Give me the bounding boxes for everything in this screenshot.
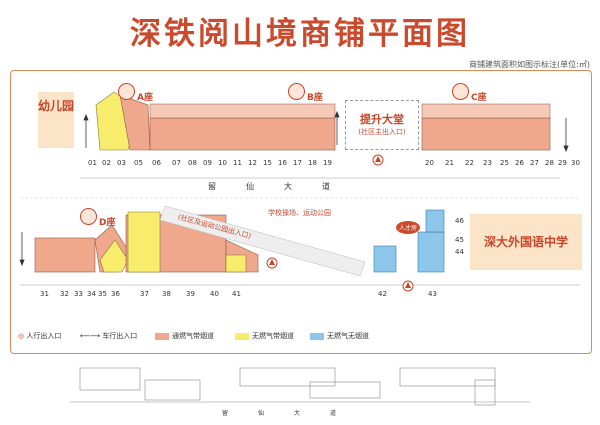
unit-number: 37 xyxy=(140,290,149,298)
area-note: 商铺建筑面积如图示标注(单位:㎡) xyxy=(469,60,590,69)
unit-number: 44 xyxy=(455,248,464,256)
unit-number: 38 xyxy=(162,290,171,298)
unit-number: 18 xyxy=(308,159,317,167)
unit-number: 25 xyxy=(500,159,509,167)
unit-number: 45 xyxy=(455,236,464,244)
unit-number: 31 xyxy=(40,290,49,298)
unit-number: 21 xyxy=(445,159,454,167)
unit-number: 16 xyxy=(278,159,287,167)
unit-number: 07 xyxy=(172,159,181,167)
zone-c: C座 xyxy=(452,83,487,103)
talent-housing xyxy=(373,209,445,273)
unit-number: 09 xyxy=(203,159,212,167)
pedestrian-entrance-icon xyxy=(266,257,278,269)
hall-name: 提升大堂 xyxy=(360,113,404,126)
talent-housing-label: 人才房 xyxy=(396,221,421,234)
unit-number: 35 xyxy=(98,290,107,298)
lift-hall: 提升大堂 (社区主出入口) xyxy=(345,100,419,150)
road-label-top: 留仙大道 xyxy=(208,182,360,191)
pedestrian-entrance-icon xyxy=(402,280,414,292)
unit-number: 23 xyxy=(483,159,492,167)
school-field-label: 学校操场、运动公园 xyxy=(268,209,331,217)
pedestrian-entrance-icon: ◎ xyxy=(18,332,25,340)
side-unit-numbers: 46 45 44 xyxy=(455,217,464,256)
zone-a: A座 xyxy=(118,83,153,103)
unit-number: 34 xyxy=(87,290,96,298)
unit-number: 22 xyxy=(465,159,474,167)
unit-number: 42 xyxy=(378,290,387,298)
unit-number: 27 xyxy=(530,159,539,167)
legend-pink: 通燃气带烟道 xyxy=(155,331,214,341)
unit-number: 12 xyxy=(248,159,257,167)
building-b xyxy=(149,103,336,151)
unit-number: 39 xyxy=(186,290,195,298)
unit-number: 19 xyxy=(323,159,332,167)
unit-number: 40 xyxy=(210,290,219,298)
zone-d: D座 xyxy=(80,208,115,228)
unit-number: 08 xyxy=(188,159,197,167)
pedestrian-entrance-icon xyxy=(372,154,384,166)
unit-number: 03 xyxy=(117,159,126,167)
unit-number: 20 xyxy=(425,159,434,167)
unit-number: 46 xyxy=(455,217,464,225)
unit-number: 10 xyxy=(218,159,227,167)
legend-yellow: 无燃气带烟道 xyxy=(235,331,294,341)
unit-number: 29 xyxy=(558,159,567,167)
top-unit-numbers: 01 02 03 05 06 07 08 09 10 11 12 15 16 1… xyxy=(88,159,580,167)
hall-sub: (社区主出入口) xyxy=(358,128,406,136)
key-plan xyxy=(70,367,530,406)
road-label-bottom: 留仙大道 xyxy=(222,410,367,417)
car-entrance-arrow-icon: ⟵⟶ xyxy=(80,332,101,340)
building-d xyxy=(34,211,259,273)
school-label: 深大外国语中学 xyxy=(470,214,582,270)
unit-number: 11 xyxy=(233,159,242,167)
unit-number: 26 xyxy=(515,159,524,167)
legend-pedestrian: ◎ 人行出入口 xyxy=(18,332,62,340)
unit-number: 17 xyxy=(293,159,302,167)
unit-number: 41 xyxy=(232,290,241,298)
bottom-unit-numbers: 31 32 33 34 35 36 37 38 39 40 41 42 43 xyxy=(40,290,437,298)
legend-blue: 无燃气无烟道 xyxy=(310,331,369,341)
unit-number: 30 xyxy=(571,159,580,167)
zone-b: B座 xyxy=(288,83,323,103)
unit-number: 36 xyxy=(111,290,120,298)
unit-number: 33 xyxy=(74,290,83,298)
unit-number: 32 xyxy=(60,290,69,298)
legend-car: ⟵⟶ 车行出入口 xyxy=(80,332,138,340)
unit-number: 15 xyxy=(263,159,272,167)
unit-number: 43 xyxy=(428,290,437,298)
unit-number: 01 xyxy=(88,159,97,167)
building-c xyxy=(421,103,551,151)
car-entrance-arrow-icon xyxy=(19,110,569,267)
unit-number: 02 xyxy=(102,159,111,167)
unit-number: 06 xyxy=(152,159,161,167)
kindergarten-label: 幼儿园 xyxy=(38,92,74,148)
page-title: 深铁阅山境商铺平面图 xyxy=(130,16,470,52)
unit-number: 28 xyxy=(545,159,554,167)
unit-number: 05 xyxy=(134,159,143,167)
